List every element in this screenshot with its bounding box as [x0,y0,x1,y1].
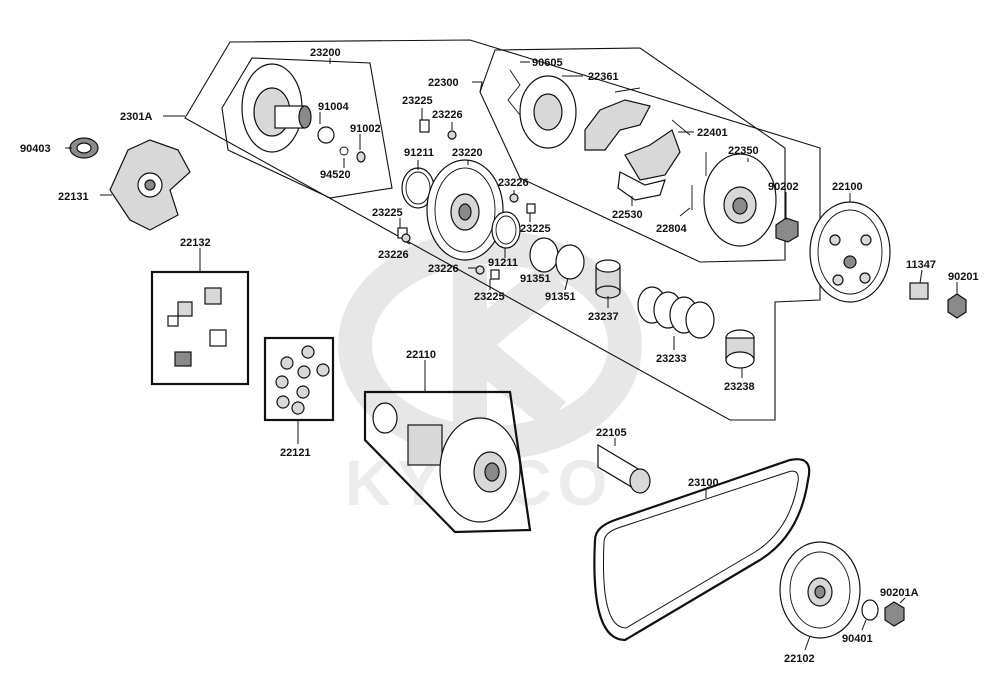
label-23237: 23237 [588,311,619,323]
nut-90201A-drawing [884,601,905,627]
label-91211-a: 91211 [404,147,434,159]
label-22100: 22100 [832,181,863,193]
label-90605: 90605 [532,57,563,69]
sleeve-23238-drawing [725,329,755,369]
label-22361: 22361 [588,71,619,83]
label-94520: 94520 [320,169,351,181]
assembly-outline [184,39,821,421]
part-labels: 23200 2301A 90403 22131 91004 91002 9452… [20,47,979,665]
label-90201A: 90201A [880,587,919,599]
label-23226-d: 23226 [428,263,459,275]
label-23226-a: 23226 [432,109,463,121]
collar-22105-drawing [597,443,651,494]
label-22110: 22110 [406,349,436,361]
box-22121 [263,336,335,422]
label-23225-c: 23225 [520,223,551,235]
clutch-bell-22100-drawing [809,201,891,303]
clip-90605-drawing [507,69,521,116]
label-23225-d: 23225 [474,291,505,303]
sub-outline-clutch [479,47,786,263]
sliders-22132-drawing [167,287,227,367]
bushing-11347-drawing [909,282,929,300]
label-22804: 22804 [656,223,687,235]
ramp-plate-22131-drawing [109,139,191,231]
belt-23100-drawing [593,458,811,642]
drive-plate-22350-drawing [703,153,777,247]
clutch-shoes-drawing [584,87,691,201]
spring-23233-drawing [637,286,715,339]
ring-91351a-drawing [529,237,559,273]
label-11347: 11347 [906,259,936,271]
label-22105: 22105 [596,427,627,439]
box-22110 [363,390,532,534]
sub-outline-driven-face [221,57,393,199]
label-23225-b: 23225 [372,207,403,219]
label-91211-b: 91211 [488,257,518,269]
label-22530: 22530 [612,209,643,221]
label-22102: 22102 [784,653,815,665]
nut-90202-drawing [775,217,799,243]
movable-face-23220-drawing [426,159,504,261]
label-90202: 90202 [768,181,799,193]
label-22300: 22300 [428,77,459,89]
clutch-plate-22361-drawing [519,75,577,149]
nut-90201-drawing [947,293,967,319]
label-23226-b: 23226 [498,177,529,189]
label-23100: 23100 [688,477,719,489]
label-22131: 22131 [58,191,89,203]
label-90401: 90401 [842,633,873,645]
label-91004: 91004 [318,101,349,113]
label-91351-b: 91351 [545,291,576,303]
label-23233: 23233 [656,353,687,365]
ring-91351b-drawing [555,244,585,280]
driven-face-drawing [241,63,366,163]
label-90201: 90201 [948,271,979,283]
label-22401: 22401 [697,127,728,139]
box-22132 [150,270,250,386]
oring-91211b-drawing [491,211,521,249]
rollers-22121-drawing [275,345,330,415]
label-23200: 23200 [310,47,341,59]
washer-90401-drawing [861,599,879,621]
label-91351-a: 91351 [520,273,551,285]
label-23226-c: 23226 [378,249,409,261]
screws-drawing [397,119,536,280]
label-22132: 22132 [180,237,211,249]
label-90403: 90403 [20,143,51,155]
collar-23237-drawing [595,259,621,299]
label-23225-a: 23225 [402,95,433,107]
label-23220: 23220 [452,147,483,159]
fan-22102-drawing [779,541,861,639]
label-23238: 23238 [724,381,755,393]
drive-pulley-22110-drawing [372,402,521,523]
label-22121: 22121 [280,447,311,459]
label-22350: 22350 [728,145,759,157]
label-91002: 91002 [350,123,381,135]
leader-lines [65,58,958,651]
label-2301A: 2301A [120,111,152,123]
